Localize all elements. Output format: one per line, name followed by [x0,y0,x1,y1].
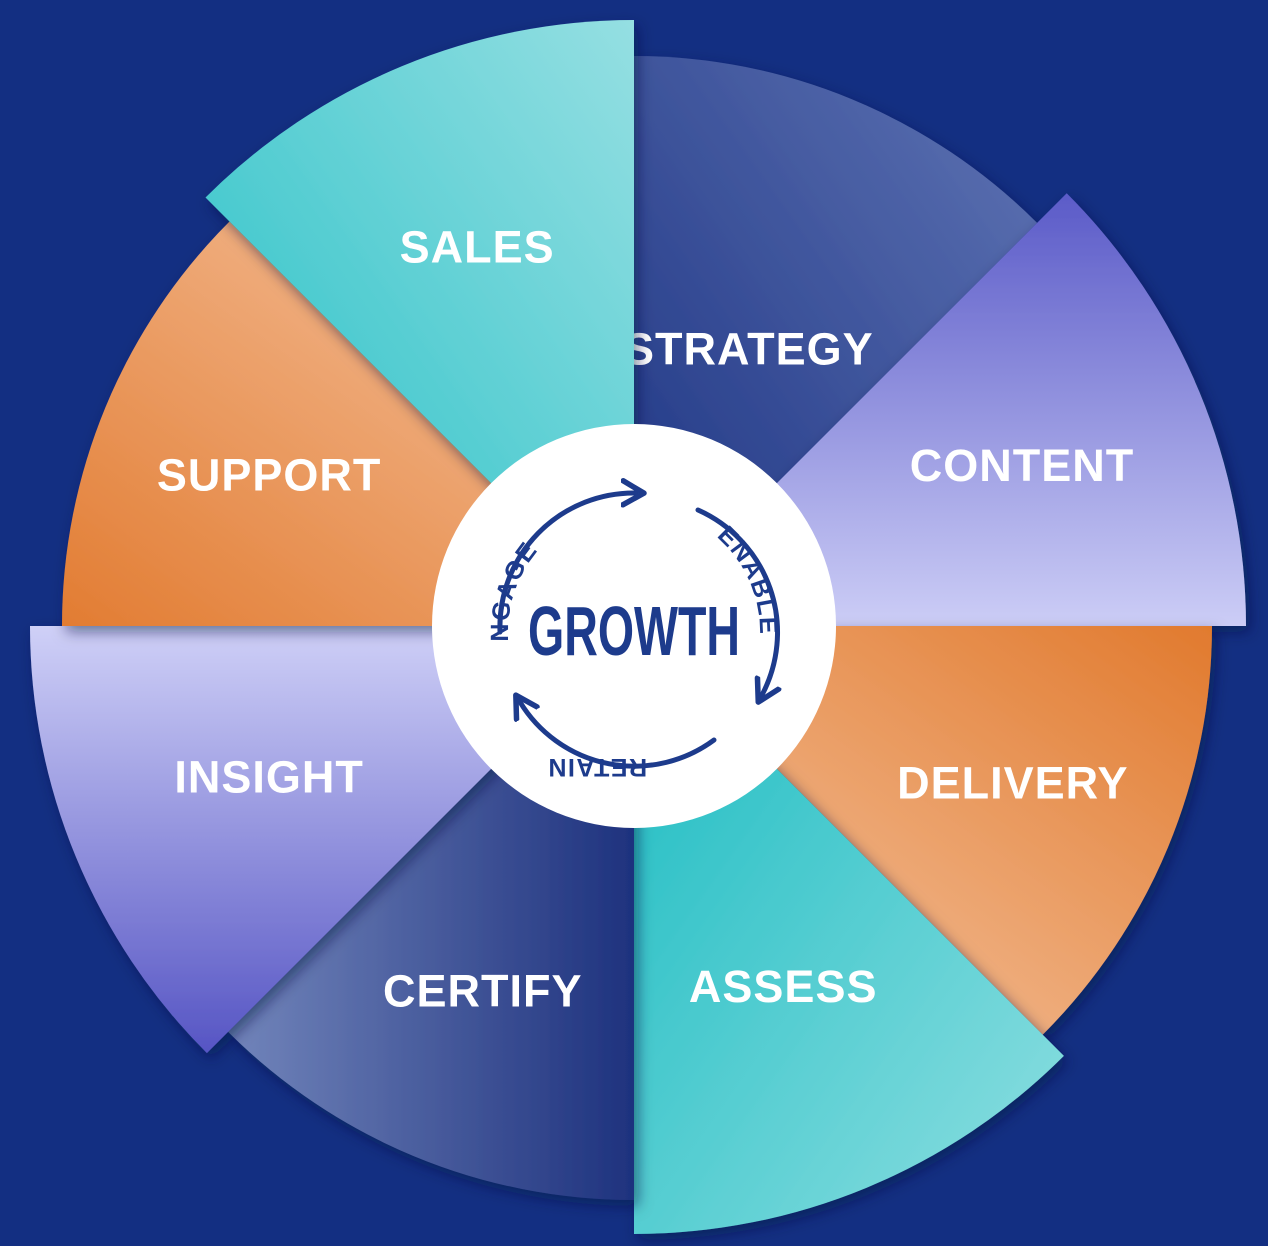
center-title: GROWTH [528,592,740,670]
center-circle [432,424,836,828]
cycle-arrow-engage [497,493,636,635]
cycle-arrow-retain [520,702,717,769]
segment-label-certify: CERTIFY [383,965,583,1016]
cycle-label-retain: RETAIN [547,753,647,781]
segment-label-delivery: DELIVERY [897,757,1128,808]
segment-label-insight: INSIGHT [174,752,364,803]
segment-label-content: CONTENT [910,440,1135,491]
segment-label-sales: SALES [400,222,555,273]
segment-label-support: SUPPORT [157,449,382,500]
segment-label-assess: ASSESS [689,961,878,1012]
segment-label-strategy: STRATEGY [624,323,874,374]
cycle-arrow-enable [695,507,778,695]
